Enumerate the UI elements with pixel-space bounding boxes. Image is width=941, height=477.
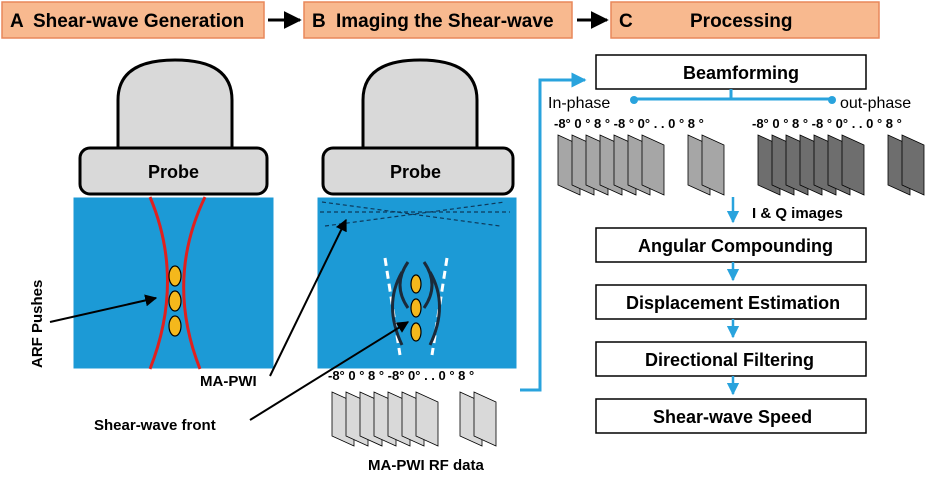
header-a-letter: A (10, 11, 24, 32)
front-bound-left (383, 257, 402, 356)
out-phase-label: out-phase (840, 95, 911, 112)
step-label-3: Directional Filtering (645, 350, 814, 370)
rf-angle-labels: -8° 0 ° 8 ° -8° 0° . . 0 ° 8 ° (328, 368, 474, 383)
push-focus-2 (168, 290, 182, 312)
in-phase-label: In-phase (548, 95, 610, 112)
arf-label: ARF Pushes (29, 280, 46, 368)
in-phase-frames (557, 134, 725, 196)
header-c: C Processing (610, 1, 880, 39)
header-b: B Imaging the Shear-wave (303, 1, 573, 39)
step-label-1: Angular Compounding (638, 236, 833, 256)
header-c-title: Processing (690, 11, 792, 32)
out-phase-angles: -8° 0 ° 8 ° -8 ° 0° . . 0 ° 8 ° (752, 116, 902, 131)
rf-label: MA-PWI RF data (368, 457, 484, 474)
push-focus-1 (168, 265, 182, 287)
wave-front-r2 (428, 271, 441, 346)
push-focus-3 (168, 315, 182, 337)
push-beam-right (182, 196, 207, 370)
beamforming-label: Beamforming (683, 63, 799, 83)
front-bound-right (430, 257, 449, 356)
header-a: A Shear-wave Generation (1, 1, 265, 39)
plane-wave-1 (321, 201, 501, 227)
in-phase-angles: -8° 0 ° 8 ° -8 ° 0° . . 0 ° 8 ° (554, 116, 704, 131)
header-a-title: Shear-wave Generation (33, 11, 244, 32)
panel-b: Probe MA-PWI Shear-wave front -8° 0 ° 8 … (94, 58, 518, 474)
step-label-2: Displacement Estimation (626, 293, 840, 313)
wave-front-r1 (422, 261, 434, 309)
step-box-3 (595, 341, 867, 377)
probe-body-a (78, 146, 269, 196)
header-b-title: Imaging the Shear-wave (336, 11, 554, 32)
step-label-4: Shear-wave Speed (653, 407, 812, 427)
probe-dome-a (116, 58, 234, 150)
mapwi-label: MA-PWI (200, 373, 257, 390)
probe-label-b: Probe (390, 162, 441, 182)
push-focus-b-1 (410, 274, 422, 294)
rf-frames (331, 391, 497, 447)
step-box-1 (595, 227, 867, 263)
wave-front-l2 (391, 271, 404, 346)
probe-body-b (321, 146, 515, 196)
wave-front-l1 (398, 261, 410, 309)
plane-wave-2 (324, 201, 506, 227)
push-beam-left (148, 196, 169, 370)
mapwi-arrow (269, 218, 347, 377)
probe-dome-b (361, 58, 479, 150)
push-focus-b-3 (410, 322, 422, 342)
step-box-4 (595, 398, 867, 434)
header-b-letter: B (312, 11, 326, 32)
front-arrow (249, 321, 410, 421)
front-label: Shear-wave front (94, 417, 216, 434)
in-phase-node (630, 96, 638, 104)
push-focus-b-2 (410, 298, 422, 318)
arf-arrow (49, 294, 158, 323)
iq-label: I & Q images (752, 205, 843, 222)
panel-a: Probe ARF Pushes (29, 58, 275, 370)
step-box-2 (595, 284, 867, 320)
header-c-letter: C (619, 11, 633, 32)
beamforming-box (595, 54, 867, 90)
panel-c: Beamforming In-phase out-phase -8° 0 ° 8… (548, 54, 925, 434)
probe-label-a: Probe (148, 162, 199, 182)
rf-to-beamforming-arrow (520, 72, 587, 392)
out-phase-frames (757, 134, 925, 196)
out-phase-node (828, 96, 836, 104)
